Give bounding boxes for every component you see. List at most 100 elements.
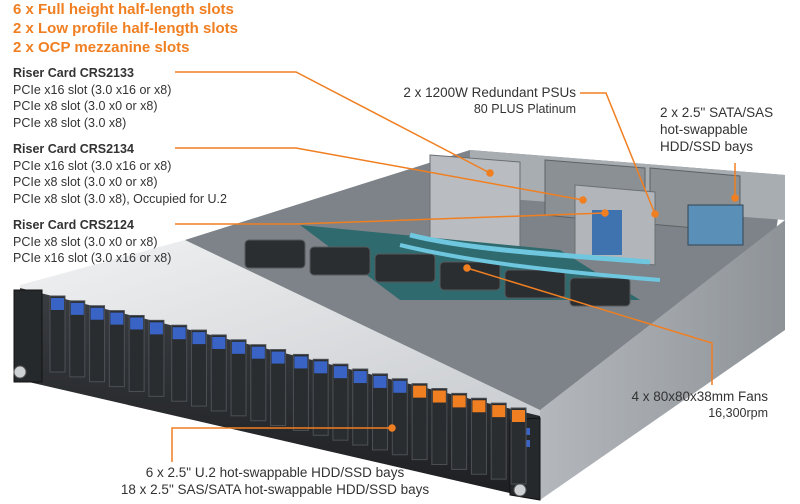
thumbscrew: [13, 365, 27, 379]
riser-title: Riser Card CRS2133: [13, 66, 134, 80]
drive-bay: [89, 305, 106, 383]
mezzanine-board: [687, 204, 744, 246]
headline-line-3: 2 x OCP mezzanine slots: [13, 39, 190, 56]
leader-front-bays: [171, 427, 392, 462]
drive-bay-latch: [70, 302, 84, 315]
drive-bay-latch: [393, 380, 407, 393]
rear-bays-line-3: HDD/SSD bays: [660, 139, 754, 154]
front-bays-line-2: 18 x 2.5" SAS/SATA hot-swappable HDD/SSD…: [120, 482, 430, 497]
riser-line: PCIe x8 slot (3.0 x8): [13, 115, 127, 130]
drive-bay: [171, 324, 188, 402]
drive-bay: [312, 358, 329, 436]
drive-bay: [148, 319, 165, 397]
leader-dot: [601, 209, 609, 217]
drive-bay: [470, 397, 487, 475]
leader-dot: [486, 169, 494, 177]
drive-bay-latch: [51, 298, 64, 310]
rear-bays-line-1: 2 x 2.5" SATA/SAS: [660, 105, 774, 120]
psu-label: 2 x 1200W Redundant PSUs 80 PLUS Platinu…: [330, 84, 576, 118]
chassis-top-edge: [20, 240, 540, 420]
riser-crs2134: Riser Card CRS2134 PCIe x16 slot (3.0 x1…: [13, 141, 227, 207]
drive-bay-latch: [432, 390, 446, 403]
fan-row: [244, 239, 631, 307]
cable: [409, 232, 651, 265]
drive-bay-latch: [333, 366, 347, 379]
riser-board: [592, 210, 622, 255]
riser-title: Riser Card CRS2134: [13, 142, 134, 156]
leader-dot: [463, 264, 471, 272]
fans-line-2: 16,300rpm: [708, 406, 768, 420]
fans-label: 4 x 80x80x38mm Fans 16,300rpm: [560, 388, 768, 422]
drive-bay: [431, 388, 448, 466]
riser-line: PCIe x8 slot (3.0 x0 or x8): [13, 99, 158, 113]
drive-bay-latch: [130, 317, 144, 330]
drive-bay: [210, 334, 227, 412]
front-bays-label: 6 x 2.5" U.2 hot-swappable HDD/SSD bays …: [80, 464, 470, 498]
drive-bay-latch: [149, 322, 163, 335]
drive-bay-latch: [452, 395, 466, 408]
drive-bay: [108, 310, 125, 388]
drive-bay-latch: [413, 385, 427, 398]
leader-dot: [579, 196, 587, 204]
drive-bay-latch: [90, 307, 104, 320]
headline-line-1: 6 x Full height half-length slots: [13, 1, 234, 18]
riser-line: PCIe x8 slot (3.0 x0 or x8): [13, 175, 158, 189]
riser-line: PCIe x16 slot (3.0 x16 or x8): [13, 251, 172, 265]
drive-bay-latch: [492, 405, 506, 418]
drive-bay: [510, 407, 527, 485]
leader-riser-2134: [175, 147, 584, 201]
drive-bay: [332, 363, 349, 441]
drive-bay-latch: [373, 375, 387, 388]
drive-bay-latch: [232, 341, 246, 354]
rear-bays-line-2: hot-swappable: [660, 122, 748, 137]
drive-bay-latch: [110, 312, 124, 325]
leader-riser-2133: [175, 71, 491, 174]
leader-dot: [388, 424, 396, 432]
leader-dot: [651, 210, 659, 218]
drive-bay: [49, 295, 66, 373]
riser-line: PCIe x8 slot (3.0 x8), Occupied for U.2: [13, 191, 227, 206]
drive-bay-latch: [314, 361, 328, 374]
drive-bay-group: [49, 295, 527, 485]
drive-bay: [250, 344, 267, 422]
drive-bay-latch: [512, 410, 525, 422]
leader-fans: [466, 267, 713, 385]
drive-bay: [411, 383, 428, 461]
drive-bay-latch: [472, 400, 486, 413]
drive-bay: [372, 373, 389, 451]
leader-dot: [731, 194, 739, 202]
drive-bay-latch: [353, 371, 367, 384]
drive-bay-latch: [271, 351, 285, 364]
riser-title: Riser Card CRS2124: [13, 218, 134, 232]
riser-line: PCIe x16 slot (3.0 x16 or x8): [13, 82, 172, 97]
drive-bay-latch: [212, 336, 226, 349]
front-bays-line-1: 6 x 2.5" U.2 hot-swappable HDD/SSD bays: [145, 465, 405, 480]
leader-riser-2124: [175, 212, 606, 225]
drive-bay: [69, 300, 86, 378]
psu-line-1: 2 x 1200W Redundant PSUs: [403, 85, 576, 100]
fans-line-1: 4 x 80x80x38mm Fans: [631, 389, 768, 404]
riser-crs2124: Riser Card CRS2124 PCIe x8 slot (3.0 x0 …: [13, 217, 171, 267]
riser-line: PCIe x8 slot (3.0 x0 or x8): [13, 234, 158, 249]
drive-bay: [190, 329, 207, 407]
leader-psu: [580, 92, 656, 215]
drive-bay: [490, 402, 507, 480]
drive-bay: [292, 353, 309, 431]
drive-bay: [270, 349, 287, 427]
drive-bay: [128, 314, 145, 392]
drive-bay-latch: [192, 332, 206, 345]
cable: [399, 243, 661, 282]
riser-line: PCIe x16 slot (3.0 x16 or x8): [13, 158, 172, 173]
drive-bay-latch: [251, 346, 265, 359]
drive-bay: [352, 368, 369, 446]
drive-bay-latch: [172, 327, 186, 340]
chassis-side: [540, 220, 785, 500]
drive-bay: [230, 339, 247, 417]
rear-bays-label: 2 x 2.5" SATA/SAS hot-swappable HDD/SSD …: [660, 104, 800, 155]
drive-bay: [451, 392, 468, 470]
riser-crs2133: Riser Card CRS2133 PCIe x16 slot (3.0 x1…: [13, 65, 171, 131]
drive-bay: [391, 378, 408, 456]
drive-bay-latch: [294, 356, 308, 369]
